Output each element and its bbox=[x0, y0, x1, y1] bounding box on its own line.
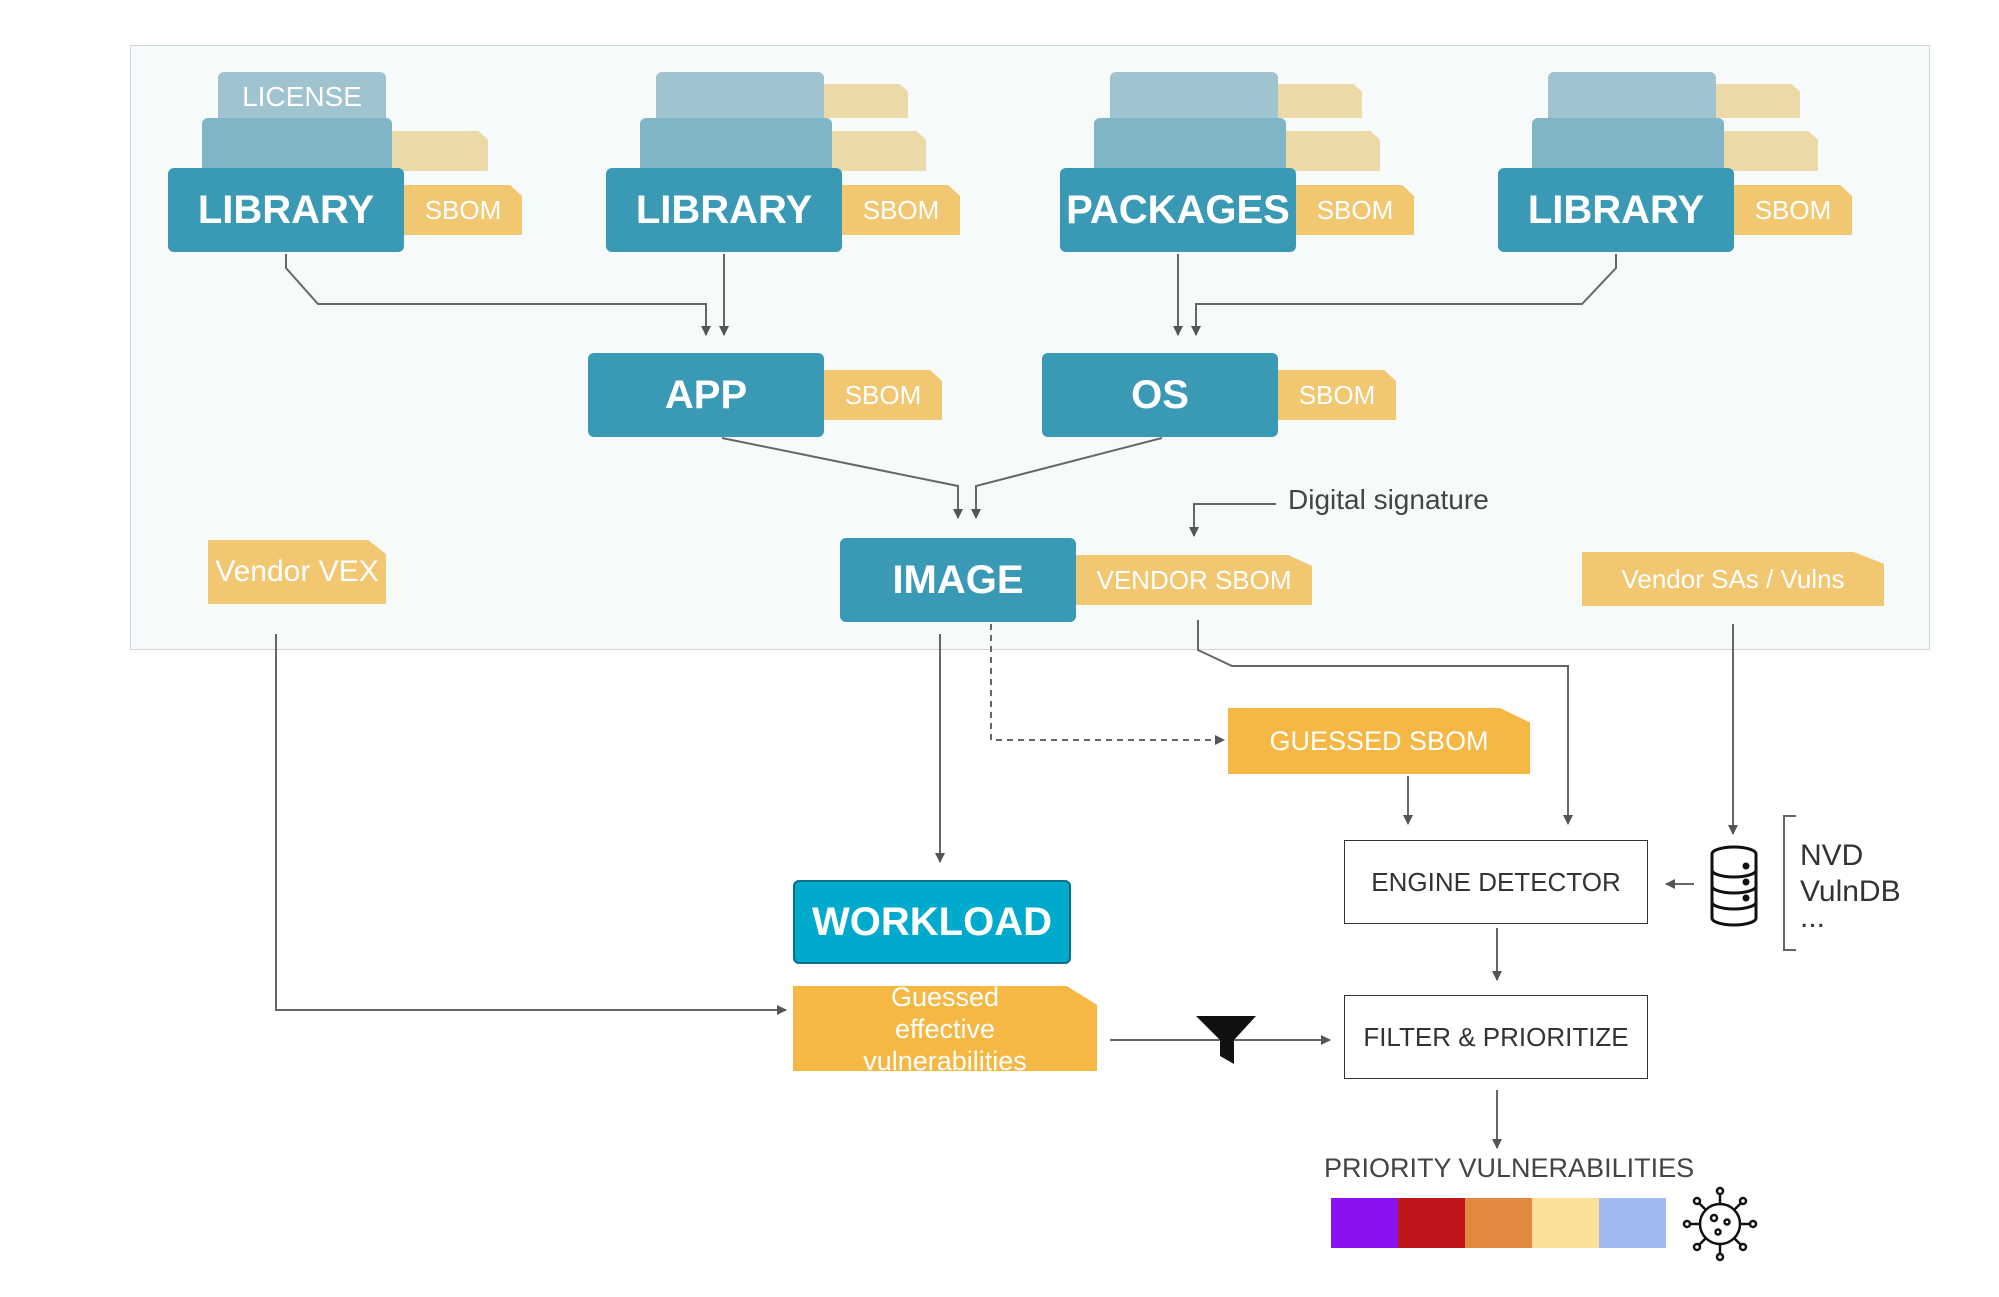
connector bbox=[721, 437, 963, 519]
guessed-sbom-tag: GUESSED SBOM bbox=[1228, 708, 1530, 774]
stacked-layer bbox=[640, 118, 832, 174]
sbom-tag: SBOM bbox=[1734, 185, 1852, 235]
os-box: OS bbox=[1042, 353, 1278, 437]
source-bracket bbox=[1783, 815, 1796, 951]
sbom-tag: SBOM bbox=[842, 185, 960, 235]
packages-box: PACKAGES bbox=[1060, 168, 1296, 252]
connector bbox=[275, 634, 787, 1015]
sbom-tag: SBOM bbox=[1296, 185, 1414, 235]
engine-detector-box: ENGINE DETECTOR bbox=[1344, 840, 1648, 924]
vuln-source-nvd: NVD bbox=[1800, 839, 1864, 872]
stacked-tag bbox=[1714, 84, 1800, 118]
stacked-tag bbox=[1276, 84, 1362, 118]
vendor-sas-tag: Vendor SAs / Vulns bbox=[1582, 552, 1884, 606]
stacked-tag bbox=[822, 84, 908, 118]
stacked-tag bbox=[1722, 131, 1818, 171]
stacked-tag bbox=[392, 131, 488, 171]
stacked-tag bbox=[830, 131, 926, 171]
stacked-layer bbox=[202, 118, 392, 174]
library-box: LIBRARY bbox=[606, 168, 842, 252]
virus-icon bbox=[1682, 1186, 1758, 1262]
severity-swatch bbox=[1599, 1198, 1666, 1248]
severity-swatch bbox=[1331, 1198, 1398, 1248]
vuln-source-list: NVD VulnDB ... bbox=[1800, 838, 1901, 933]
connector bbox=[1197, 620, 1573, 825]
app-box: APP bbox=[588, 353, 824, 437]
stacked-tag bbox=[1284, 131, 1380, 171]
filter-funnel-icon bbox=[1196, 1016, 1256, 1064]
vuln-source-vulndb: VulnDB bbox=[1800, 875, 1901, 908]
stacked-layer bbox=[656, 72, 824, 122]
digital-signature-label: Digital signature bbox=[1288, 484, 1489, 515]
connector-dashed bbox=[990, 624, 1225, 745]
workload-box: WORKLOAD bbox=[793, 880, 1071, 964]
library-box: LIBRARY bbox=[168, 168, 404, 252]
filter-prioritize-box: FILTER & PRIORITIZE bbox=[1344, 995, 1648, 1079]
connector bbox=[285, 254, 711, 336]
severity-swatch bbox=[1532, 1198, 1599, 1248]
stacked-layer bbox=[1110, 72, 1278, 122]
severity-swatch bbox=[1465, 1198, 1532, 1248]
vendor-sbom-tag: VENDOR SBOM bbox=[1076, 555, 1312, 605]
database-icon bbox=[1710, 845, 1758, 927]
stacked-layer bbox=[1094, 118, 1286, 174]
connector bbox=[971, 437, 1163, 519]
sbom-tag: SBOM bbox=[404, 185, 522, 235]
vendor-vex-tag: Vendor VEX bbox=[208, 540, 386, 604]
library-box: LIBRARY bbox=[1498, 168, 1734, 252]
connector bbox=[1189, 503, 1276, 537]
stacked-layer bbox=[1532, 118, 1724, 174]
image-box: IMAGE bbox=[840, 538, 1076, 622]
os-sbom-tag: SBOM bbox=[1278, 370, 1396, 420]
app-sbom-tag: SBOM bbox=[824, 370, 942, 420]
license-layer: LICENSE bbox=[218, 72, 386, 122]
stacked-layer bbox=[1548, 72, 1716, 122]
connector bbox=[1191, 254, 1617, 336]
guessed-effective-tag: Guessed effective vulnerabilities bbox=[793, 986, 1097, 1071]
severity-swatch bbox=[1398, 1198, 1465, 1248]
priority-vulnerabilities-title: PRIORITY VULNERABILITIES bbox=[1324, 1153, 1695, 1183]
